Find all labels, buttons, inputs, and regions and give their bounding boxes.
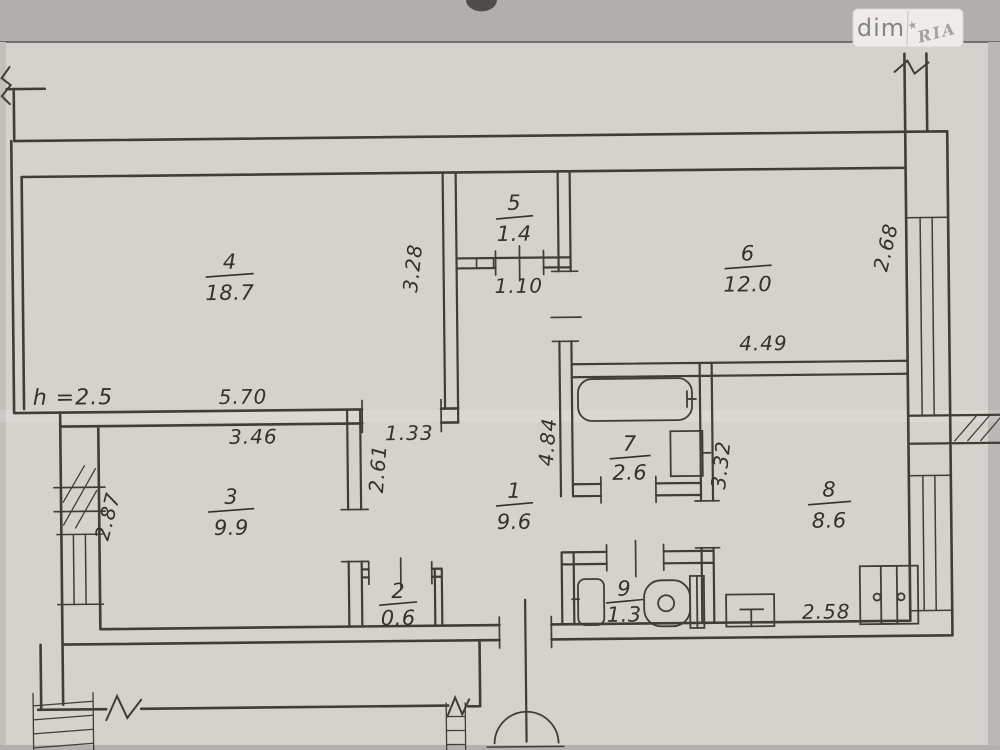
fraction-line xyxy=(496,214,534,220)
fraction-line xyxy=(808,500,852,506)
room-area: 12.0 xyxy=(723,272,772,297)
dim-3-32: 3.32 xyxy=(706,439,735,490)
room-area: 0.6 xyxy=(381,606,416,630)
room-number: 3 xyxy=(224,485,238,509)
scan-top-band xyxy=(0,0,1000,42)
room-number: 4 xyxy=(223,250,237,274)
toilet-tank-line xyxy=(695,575,699,629)
kitchen-sink-fixture xyxy=(725,593,776,628)
room-number: 2 xyxy=(391,579,405,603)
star-icon: ★ xyxy=(906,18,919,33)
pantry-wall-block xyxy=(475,257,495,270)
scan-right-shadow xyxy=(988,42,1000,750)
room-area: 18.7 xyxy=(205,281,254,306)
fraction-line xyxy=(496,501,534,507)
cabinet-fixture xyxy=(858,564,920,626)
dim-4-84: 4.84 xyxy=(534,417,562,467)
room-area: 1.4 xyxy=(497,222,532,246)
scan-left-shadow xyxy=(0,42,6,750)
dim-3-46: 3.46 xyxy=(229,424,278,449)
room-number: 9 xyxy=(617,577,631,601)
dim-2-58: 2.58 xyxy=(802,599,851,624)
cabinet-knob-icon xyxy=(896,592,906,602)
dim-3-28: 3.28 xyxy=(398,243,427,294)
room-label-2: 2 0.6 xyxy=(379,579,418,630)
fraction-line xyxy=(208,507,255,513)
entrance-door-leaf xyxy=(523,598,528,743)
room-area: 2.6 xyxy=(612,460,647,484)
cabinet-knob-icon xyxy=(872,592,882,602)
room-label-4: 4 18.7 xyxy=(205,250,254,306)
entrance-threshold-line xyxy=(486,745,565,748)
fraction-line xyxy=(205,272,254,278)
room-area: 9.9 xyxy=(214,516,249,540)
fraction-line xyxy=(724,264,772,270)
fraction-line xyxy=(609,454,651,460)
paper-crease xyxy=(0,410,1000,422)
fixtures xyxy=(571,377,920,629)
room-label-8: 8 8.6 xyxy=(808,477,852,533)
room-number: 6 xyxy=(741,241,755,265)
cabinet-door-lines xyxy=(879,564,899,625)
dim-1-10: 1.10 xyxy=(494,274,543,299)
room-number: 5 xyxy=(507,191,521,215)
entrance-door-arc xyxy=(493,710,560,745)
room-number: 7 xyxy=(623,432,637,456)
kitchen-sink-tap-icon xyxy=(739,608,765,628)
watermark-dim-text: dim xyxy=(857,14,905,42)
dim-5-70: 5.70 xyxy=(219,384,268,409)
walls-outer xyxy=(5,52,954,712)
room-number: 1 xyxy=(507,479,521,503)
dim-1-33: 1.33 xyxy=(385,421,434,446)
wall-break-squiggles xyxy=(0,59,930,722)
watermark-ria-group: ★ RIA xyxy=(906,18,958,47)
watermark-divider xyxy=(906,10,909,46)
room-label-7: 7 2.6 xyxy=(609,432,651,485)
fraction-line xyxy=(379,601,418,607)
room-labels: 4 18.7 5 1.4 6 12.0 3 9.9 1 xyxy=(205,191,852,630)
room-label-9: 9 1.3 xyxy=(606,577,644,627)
room-area: 9.6 xyxy=(497,510,532,534)
wc-basin-fixture xyxy=(577,578,606,627)
right-wall-block xyxy=(908,413,1000,445)
room-area: 8.6 xyxy=(812,508,847,532)
room-label-1: 1 9.6 xyxy=(496,479,534,534)
room-number: 8 xyxy=(822,477,836,501)
room-label-3: 3 9.9 xyxy=(208,485,255,540)
door-jamb-ticks xyxy=(53,244,721,649)
scan-top-notch xyxy=(466,0,497,12)
room-label-6: 6 12.0 xyxy=(723,241,772,297)
ceiling-height-label: h =2.5 xyxy=(33,385,114,411)
dim-4-49: 4.49 xyxy=(739,331,788,356)
room-label-5: 5 1.4 xyxy=(496,191,534,246)
bathtub-tap-icon xyxy=(686,390,697,408)
toilet-drain-icon xyxy=(657,594,676,613)
room-area: 1.3 xyxy=(607,603,642,627)
wall-hatching xyxy=(32,415,1000,750)
dimria-watermark: dim ★ RIA xyxy=(852,8,964,48)
fraction-line xyxy=(606,598,644,604)
dim-2-61: 2.61 xyxy=(364,444,392,494)
